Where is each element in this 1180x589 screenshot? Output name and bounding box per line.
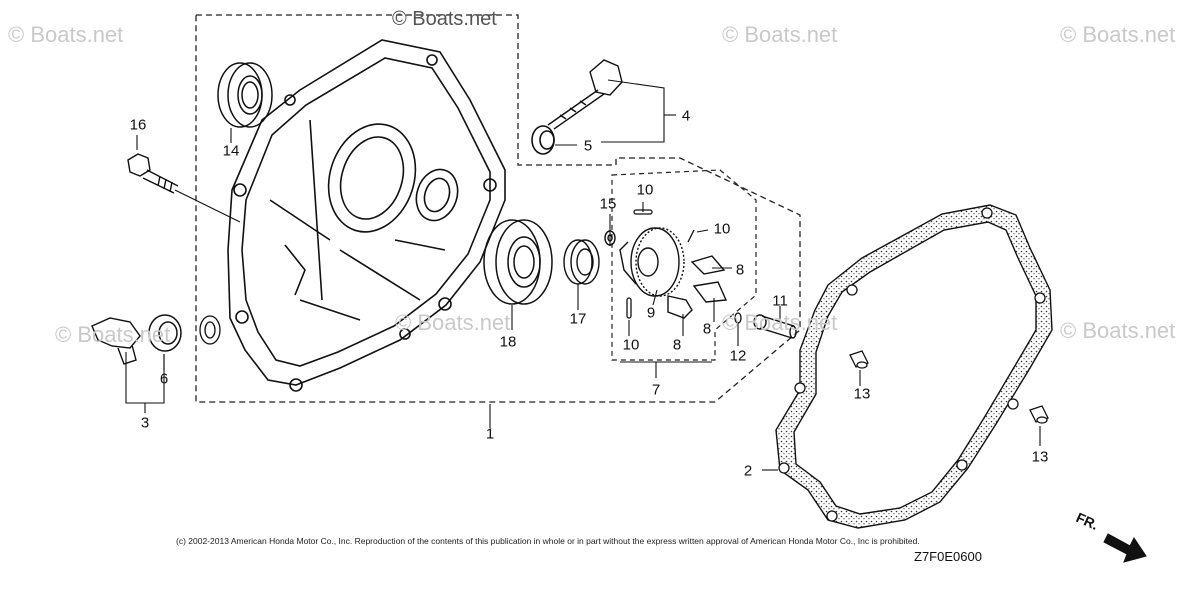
watermark: © Boats.net bbox=[392, 8, 497, 30]
governor-shaft bbox=[753, 314, 797, 339]
watermark: © Boats.net bbox=[722, 22, 838, 47]
ball-bearing-small bbox=[563, 239, 600, 285]
oil-filler-cap bbox=[547, 59, 623, 130]
dowel-pin bbox=[849, 350, 1049, 424]
watermark: © Boats.net bbox=[1060, 22, 1176, 47]
callout-13: 13 bbox=[1031, 448, 1049, 466]
callout-1: 1 bbox=[485, 425, 495, 443]
callout-18: 18 bbox=[499, 333, 517, 351]
callout-8: 8 bbox=[735, 261, 745, 279]
watermark: © Boats.net bbox=[1060, 318, 1176, 343]
ball-bearing-large bbox=[483, 219, 553, 305]
callout-8: 8 bbox=[702, 320, 712, 338]
callout-16: 16 bbox=[129, 116, 147, 134]
callout-10: 10 bbox=[636, 181, 654, 199]
leader-lines bbox=[125, 79, 1041, 471]
watermark: © Boats.net bbox=[55, 322, 171, 347]
diagram-code: Z7F0E0600 bbox=[914, 549, 982, 564]
callout-14: 14 bbox=[222, 142, 240, 160]
front-arrow-icon bbox=[1103, 533, 1147, 563]
watermark: © Boats.net bbox=[8, 22, 124, 47]
o-ring bbox=[531, 125, 555, 155]
drain-boss bbox=[199, 315, 221, 345]
drain-plug bbox=[91, 317, 141, 365]
callout-10: 10 bbox=[713, 220, 731, 238]
callout-15: 15 bbox=[599, 195, 617, 213]
callout-13: 13 bbox=[853, 385, 871, 403]
crankcase-cover bbox=[227, 39, 506, 392]
callout-7: 7 bbox=[651, 381, 661, 399]
callout-2: 2 bbox=[743, 462, 753, 480]
watermark: © Boats.net bbox=[395, 310, 511, 335]
gasket bbox=[775, 204, 1053, 529]
callout-5: 5 bbox=[583, 137, 593, 155]
callout-3: 3 bbox=[140, 414, 150, 432]
sealing-washer bbox=[148, 314, 182, 352]
governor-assembly bbox=[619, 227, 728, 319]
copyright-notice: (c) 2002-2013 American Honda Motor Co., … bbox=[176, 536, 920, 546]
callout-9: 9 bbox=[646, 304, 656, 322]
callout-12: 12 bbox=[729, 347, 747, 365]
callout-11: 11 bbox=[772, 292, 788, 310]
callout-17: 17 bbox=[569, 310, 587, 328]
governor-pins bbox=[626, 209, 695, 319]
flange-bolt bbox=[127, 153, 179, 194]
callout-4: 4 bbox=[681, 107, 691, 125]
oil-seal bbox=[217, 62, 273, 128]
callout-10: 10 bbox=[622, 336, 640, 354]
callout-6: 6 bbox=[159, 370, 169, 388]
callout-8: 8 bbox=[672, 336, 682, 354]
watermark: © Boats.net bbox=[722, 310, 838, 335]
assembly-1-group-outline bbox=[195, 14, 801, 403]
